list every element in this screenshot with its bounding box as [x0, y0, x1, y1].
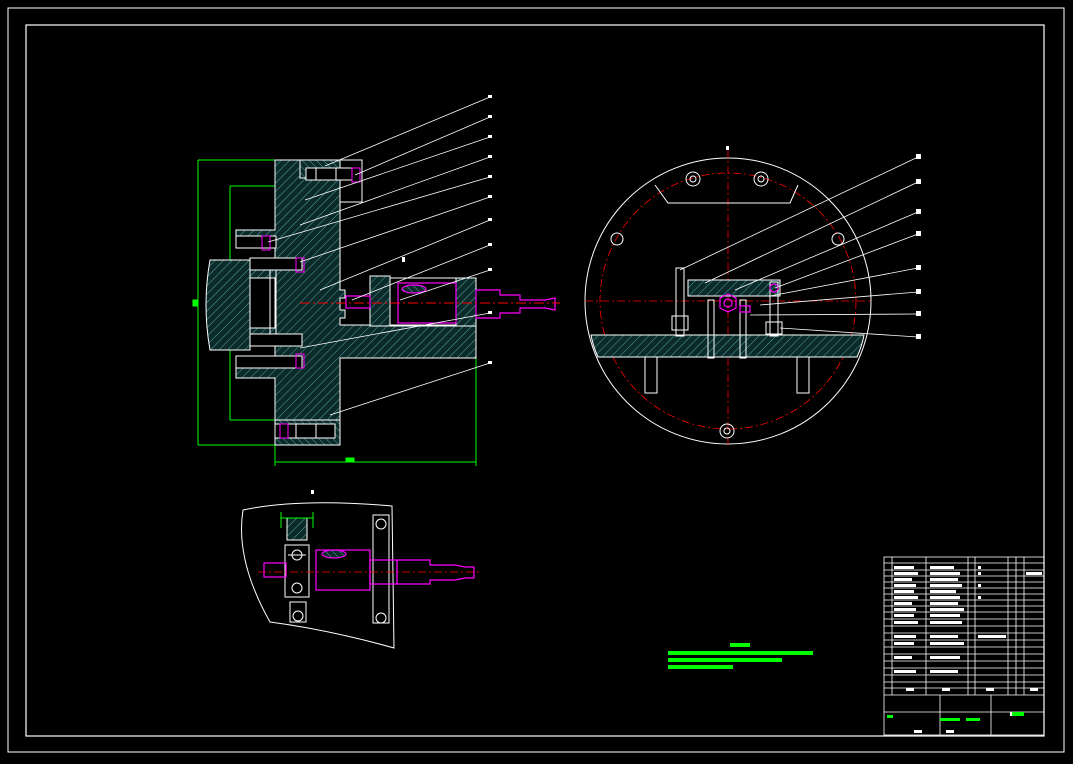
workpiece-section [719, 283, 779, 313]
front-leaders [267, 96, 491, 416]
fixture-block [369, 275, 477, 327]
detail-dimensions [280, 512, 314, 528]
clamp-assembly [671, 267, 783, 359]
technical-notes [668, 643, 813, 669]
front-callouts [402, 95, 492, 364]
title-block [883, 556, 1045, 736]
sheet-frame [7, 7, 1065, 753]
left-spigot [205, 259, 277, 351]
detail-workpiece [263, 549, 475, 591]
side-callouts [726, 146, 921, 339]
title-block-green-marks [887, 712, 1024, 721]
detail-plan-view [241, 490, 480, 649]
side-leaders [679, 156, 919, 338]
detail-clamps [284, 514, 390, 624]
pitch-holes [610, 171, 845, 439]
bolt-heads [261, 167, 361, 439]
front-section-view [192, 95, 560, 466]
flange-bolts [235, 167, 353, 439]
side-circular-view [584, 146, 921, 445]
